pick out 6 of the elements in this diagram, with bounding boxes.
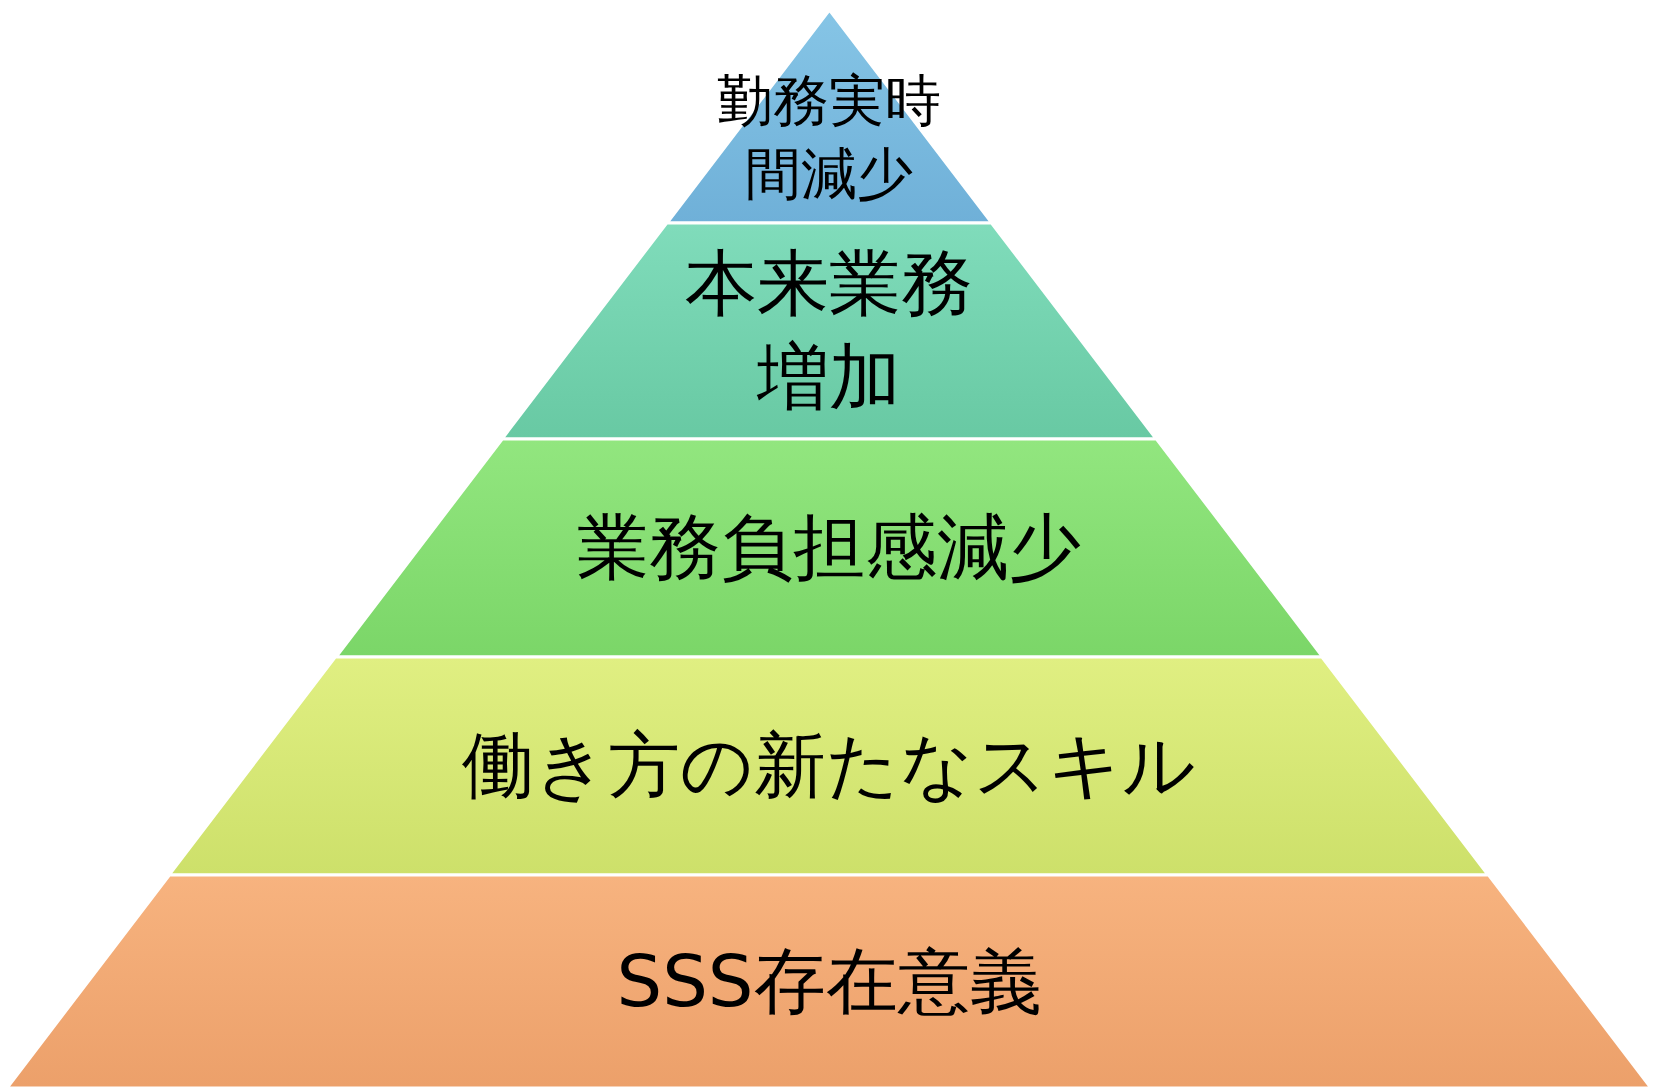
- tier-label: 勤務実時間減少: [716, 67, 942, 208]
- pyramid-tier: [7, 875, 1651, 1088]
- tier-label: SSS存在意義: [615, 937, 1043, 1025]
- tier-label: 本来業務増加: [684, 240, 974, 421]
- tier-label: 働き方の新たなスキル: [461, 722, 1197, 810]
- tier-label: 業務負担感減少: [576, 504, 1082, 592]
